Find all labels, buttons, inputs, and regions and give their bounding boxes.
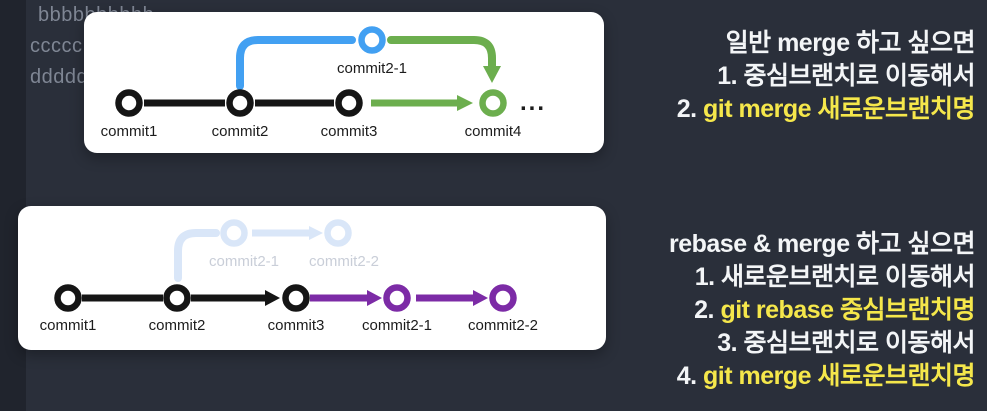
rebase-step-4-number: 4. — [676, 362, 704, 390]
rebase-steps: rebase & merge 하고 싶으면 1. 새로운브랜치로 이동해서 2.… — [669, 228, 976, 393]
commit4-node — [479, 89, 507, 117]
branch-curve-blue — [236, 36, 356, 90]
merge-step-2-command: git merge 새로운브랜치명 — [703, 95, 975, 123]
ghost-commit2-1-label: commit2-1 — [209, 253, 279, 270]
rebase-step-1: 1. 새로운브랜치로 이동해서 — [694, 263, 976, 291]
commit2-label: commit2 — [212, 123, 269, 140]
commit-nodes — [115, 26, 507, 117]
rebase-step-2: 2. git rebase 중심브랜치명 — [669, 294, 975, 327]
commit1-label: commit1 — [101, 123, 158, 140]
commit2-node — [226, 89, 254, 117]
merge-steps: 일반 merge 하고 싶으면 1. 중심브랜치로 이동해서 2. git me… — [676, 27, 976, 126]
rebase-step-4-command: git merge 새로운브랜치명 — [703, 362, 975, 390]
commit1-node — [115, 89, 143, 117]
rebase-arrowhead-1 — [367, 290, 382, 306]
ghost-commit2-1-node — [220, 219, 248, 247]
commit1-node — [54, 284, 82, 312]
ghost-arrowhead — [309, 226, 323, 240]
rebase-step-4: 4. git merge 새로운브랜치명 — [669, 360, 976, 393]
ghost-branch-curve — [174, 229, 220, 282]
commit2-node — [163, 284, 191, 312]
merge-step-2: 2. git merge 새로운브랜치명 — [676, 93, 976, 126]
code-line: ccccc — [30, 35, 83, 57]
commit2-1-node — [383, 284, 411, 312]
ghost-commit2-2-label: commit2-2 — [309, 253, 379, 270]
commit-nodes — [54, 284, 517, 312]
merge-step-2-number: 2. — [676, 95, 704, 123]
ellipsis: ... — [520, 89, 546, 116]
rebase-diagram: commit2-1 commit2-2 commit1 commit2 — [40, 219, 538, 334]
commit3-label: commit3 — [321, 123, 378, 140]
commit4-label: commit4 — [465, 123, 522, 140]
merge-diagram-panel: commit1 commit2 commit3 commit4 commit2-… — [84, 12, 604, 153]
commit2-1-node — [358, 26, 386, 54]
rebase-step-2-command: git rebase 중심브랜치명 — [720, 296, 975, 324]
commit2-2-node — [489, 284, 517, 312]
merge-arrowhead-down — [483, 66, 501, 83]
commit3-label: commit3 — [268, 317, 325, 334]
merge-diagram: commit1 commit2 commit3 commit4 commit2-… — [101, 26, 546, 140]
mainline-arrowhead — [265, 290, 280, 306]
commit2-label: commit2 — [149, 317, 206, 334]
rebase-steps-title: rebase & merge 하고 싶으면 — [669, 230, 976, 258]
merge-arrowhead-right — [457, 95, 473, 111]
rebase-step-3: 3. 중심브랜치로 이동해서 — [717, 329, 975, 357]
ghost-branch: commit2-1 commit2-2 — [174, 219, 379, 282]
merge-curve-green — [387, 36, 496, 72]
commit3-node — [282, 284, 310, 312]
commit2-1-label: commit2-1 — [337, 60, 407, 77]
rebase-step-2-number: 2. — [694, 296, 721, 324]
merge-step-1: 1. 중심브랜치로 이동해서 — [717, 62, 975, 90]
commit2-1-label: commit2-1 — [362, 317, 432, 334]
ghost-commit2-2-node — [324, 219, 352, 247]
commit3-node — [335, 89, 363, 117]
rebase-arrowhead-2 — [473, 290, 488, 306]
code-line: ddddd — [30, 66, 89, 88]
rebase-diagram-panel: commit2-1 commit2-2 commit1 commit2 — [18, 206, 606, 350]
merge-steps-title: 일반 merge 하고 싶으면 — [725, 29, 976, 57]
commit1-label: commit1 — [40, 317, 97, 334]
commit2-2-label: commit2-2 — [468, 317, 538, 334]
